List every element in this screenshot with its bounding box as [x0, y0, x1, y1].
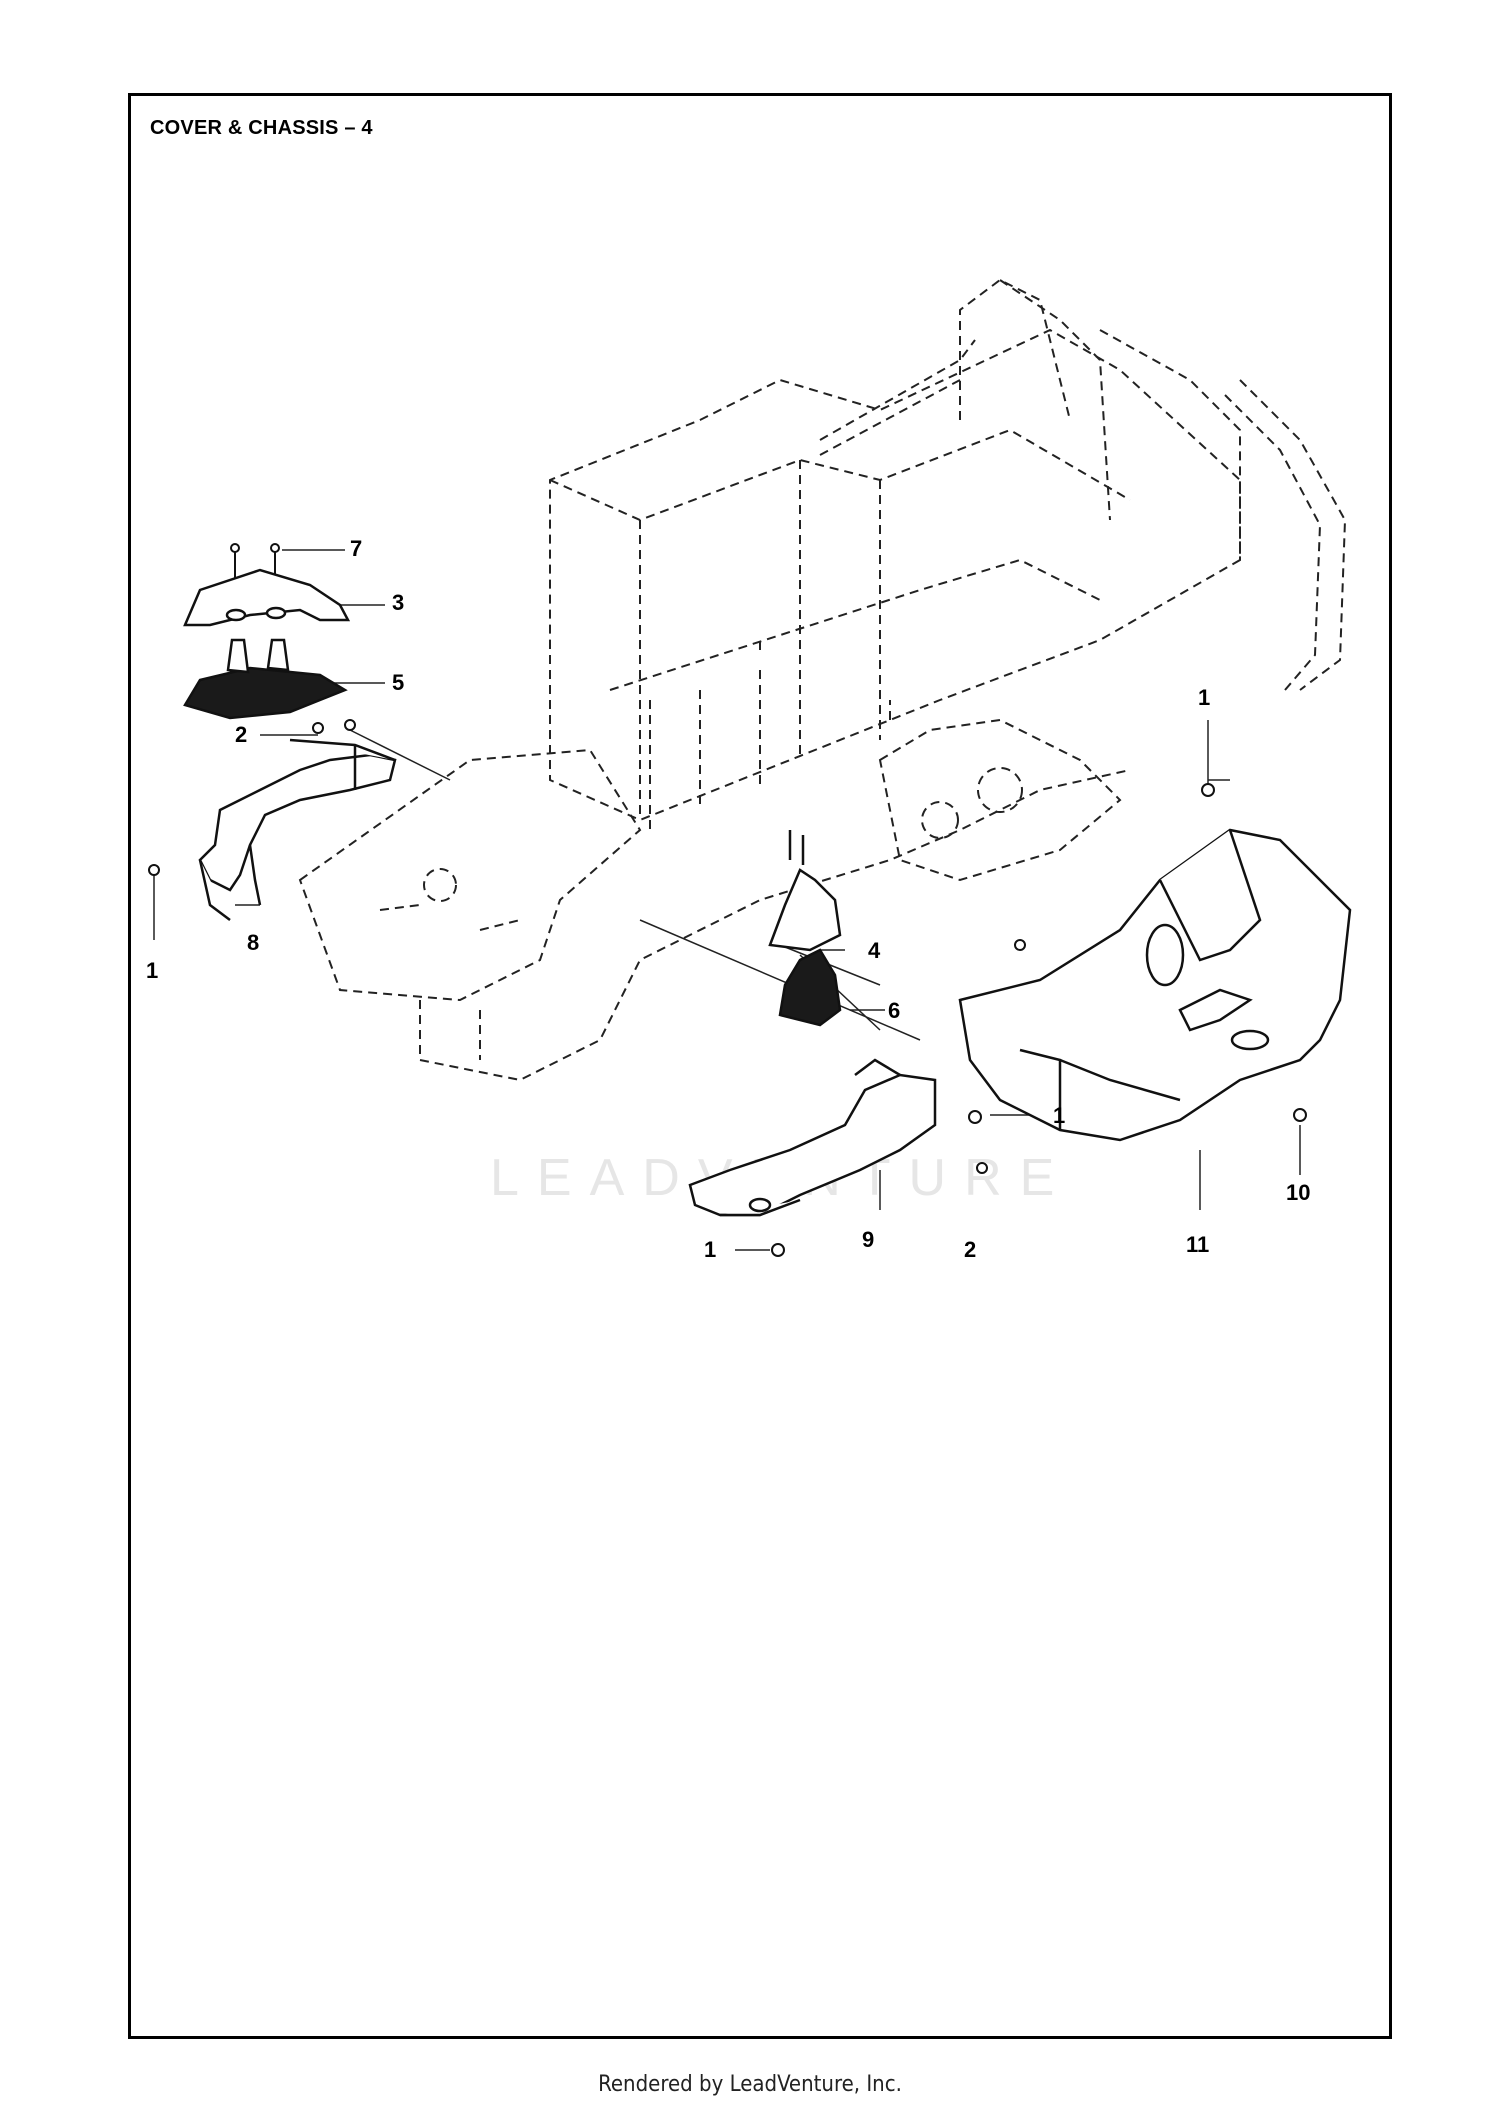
- chassis-frame-phantom: [298, 278, 1347, 1082]
- shield-part-9: [688, 1058, 937, 1217]
- callout-5: 5: [392, 670, 404, 695]
- footer-credit: Rendered by LeadVenture, Inc.: [598, 2072, 902, 2097]
- callout-1-left: 1: [146, 958, 158, 983]
- callout-3: 3: [392, 590, 404, 615]
- callout-2-lower: 2: [964, 1237, 976, 1262]
- callout-9: 9: [862, 1227, 874, 1252]
- callout-11: 11: [1186, 1232, 1209, 1257]
- callout-1-center: 1: [1053, 1103, 1065, 1128]
- floor-pan-part-11: [958, 828, 1352, 1142]
- callout-1-bottom: 1: [704, 1237, 716, 1262]
- callout-1-top-right: 1: [1198, 685, 1210, 710]
- isolator-part-6: [778, 948, 842, 1027]
- plate-part-5: [183, 638, 348, 720]
- bumper-part-4: [768, 830, 842, 952]
- leader-lines: [153, 549, 1301, 1251]
- cover-part-3: [183, 568, 351, 627]
- callout-2-upper: 2: [235, 722, 247, 747]
- page-title: COVER & CHASSIS – 4: [150, 117, 373, 139]
- callout-10: 10: [1286, 1180, 1310, 1205]
- callout-8: 8: [247, 930, 259, 955]
- screw-part-7: [230, 543, 280, 580]
- callout-4: 4: [868, 938, 881, 963]
- callout-6: 6: [888, 998, 900, 1023]
- callout-7: 7: [350, 536, 362, 561]
- shield-part-8: [198, 738, 397, 921]
- fasteners: [148, 719, 1307, 1257]
- diagram-frame: [128, 93, 1392, 2039]
